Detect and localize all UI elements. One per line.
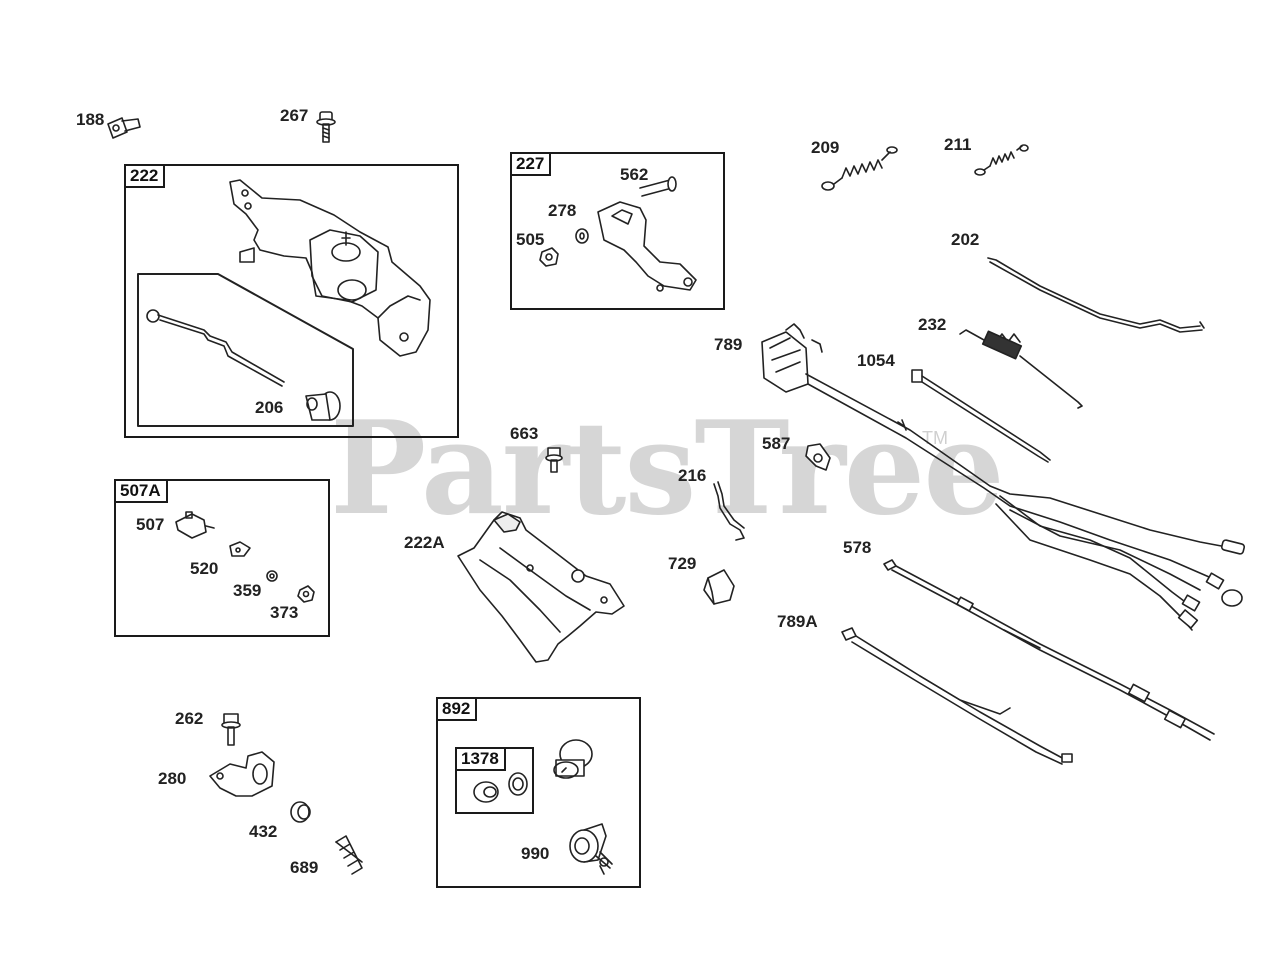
spring-211-icon <box>974 144 1029 176</box>
label-202: 202 <box>951 230 980 249</box>
label-432: 432 <box>249 822 278 841</box>
bolt-262-icon <box>221 713 241 746</box>
label-262: 262 <box>175 709 204 728</box>
assembly-tag-222: 222 <box>126 166 166 188</box>
label-990: 990 <box>521 844 550 863</box>
label-587: 587 <box>762 434 791 453</box>
assembly-box-227: 227 <box>510 152 725 310</box>
label-689: 689 <box>290 858 319 877</box>
cable-tie-1054-icon <box>911 369 1051 463</box>
bracket-520-icon <box>229 541 251 557</box>
label-206: 206 <box>255 398 284 417</box>
cable-578-icon <box>883 559 1215 741</box>
screw-206-icon <box>305 391 341 421</box>
governor-lever-208-icon <box>146 309 285 387</box>
label-1054: 1054 <box>857 351 895 370</box>
ring-432-icon <box>290 801 311 823</box>
throttle-bracket-227-icon <box>539 176 697 292</box>
label-729: 729 <box>668 554 697 573</box>
bolt-188-icon <box>107 117 141 139</box>
label-278: 278 <box>548 201 577 220</box>
bolt-663-icon <box>545 447 563 473</box>
label-211: 211 <box>944 135 972 154</box>
switch-507-icon <box>175 511 215 539</box>
label-507: 507 <box>136 515 165 534</box>
assembly-tag-892: 892 <box>438 699 478 721</box>
link-216-icon <box>713 481 745 541</box>
label-267: 267 <box>280 106 309 125</box>
key-switch-990-icon <box>569 823 613 875</box>
washer-359-icon <box>266 570 278 582</box>
label-232: 232 <box>918 315 947 334</box>
label-578: 578 <box>843 538 872 557</box>
spring-209-icon <box>821 146 898 191</box>
assembly-tag-507A: 507A <box>116 481 168 503</box>
clip-587-icon <box>805 443 831 471</box>
control-bracket-222A-icon <box>457 511 625 663</box>
assembly-box-208 <box>137 273 354 427</box>
label-505: 505 <box>516 230 545 249</box>
assembly-box-222: 222 <box>124 164 459 438</box>
label-663: 663 <box>510 424 539 443</box>
label-280: 280 <box>158 769 187 788</box>
label-520: 520 <box>190 559 219 578</box>
assembly-tag-227: 227 <box>512 154 552 176</box>
nut-washer-1378-icon <box>473 772 528 803</box>
governor-bracket-222-icon <box>229 179 431 357</box>
assembly-box-1378: 1378 <box>455 747 534 814</box>
wiring-harness-789-icon <box>761 323 1246 631</box>
label-188: 188 <box>76 110 105 129</box>
label-562: 562 <box>620 165 649 184</box>
label-359: 359 <box>233 581 262 600</box>
spring-689-icon <box>335 835 363 875</box>
spring-232-icon <box>959 329 1083 409</box>
cap-729-icon <box>703 569 735 605</box>
assembly-tag-1378: 1378 <box>457 749 506 771</box>
label-373: 373 <box>270 603 299 622</box>
nut-373-icon <box>297 585 315 603</box>
label-209: 209 <box>811 138 840 157</box>
rod-202-icon <box>987 257 1205 333</box>
label-222A: 222A <box>404 533 445 552</box>
assembly-box-892: 892 <box>436 697 641 888</box>
label-789A: 789A <box>777 612 818 631</box>
bracket-280-icon <box>209 751 275 797</box>
label-216: 216 <box>678 466 707 485</box>
bolt-267-icon <box>316 111 336 143</box>
label-789: 789 <box>714 335 743 354</box>
cable-789A-icon <box>841 627 1073 765</box>
assembly-box-507A: 507A <box>114 479 330 637</box>
ignition-switch-892-icon <box>553 739 593 779</box>
